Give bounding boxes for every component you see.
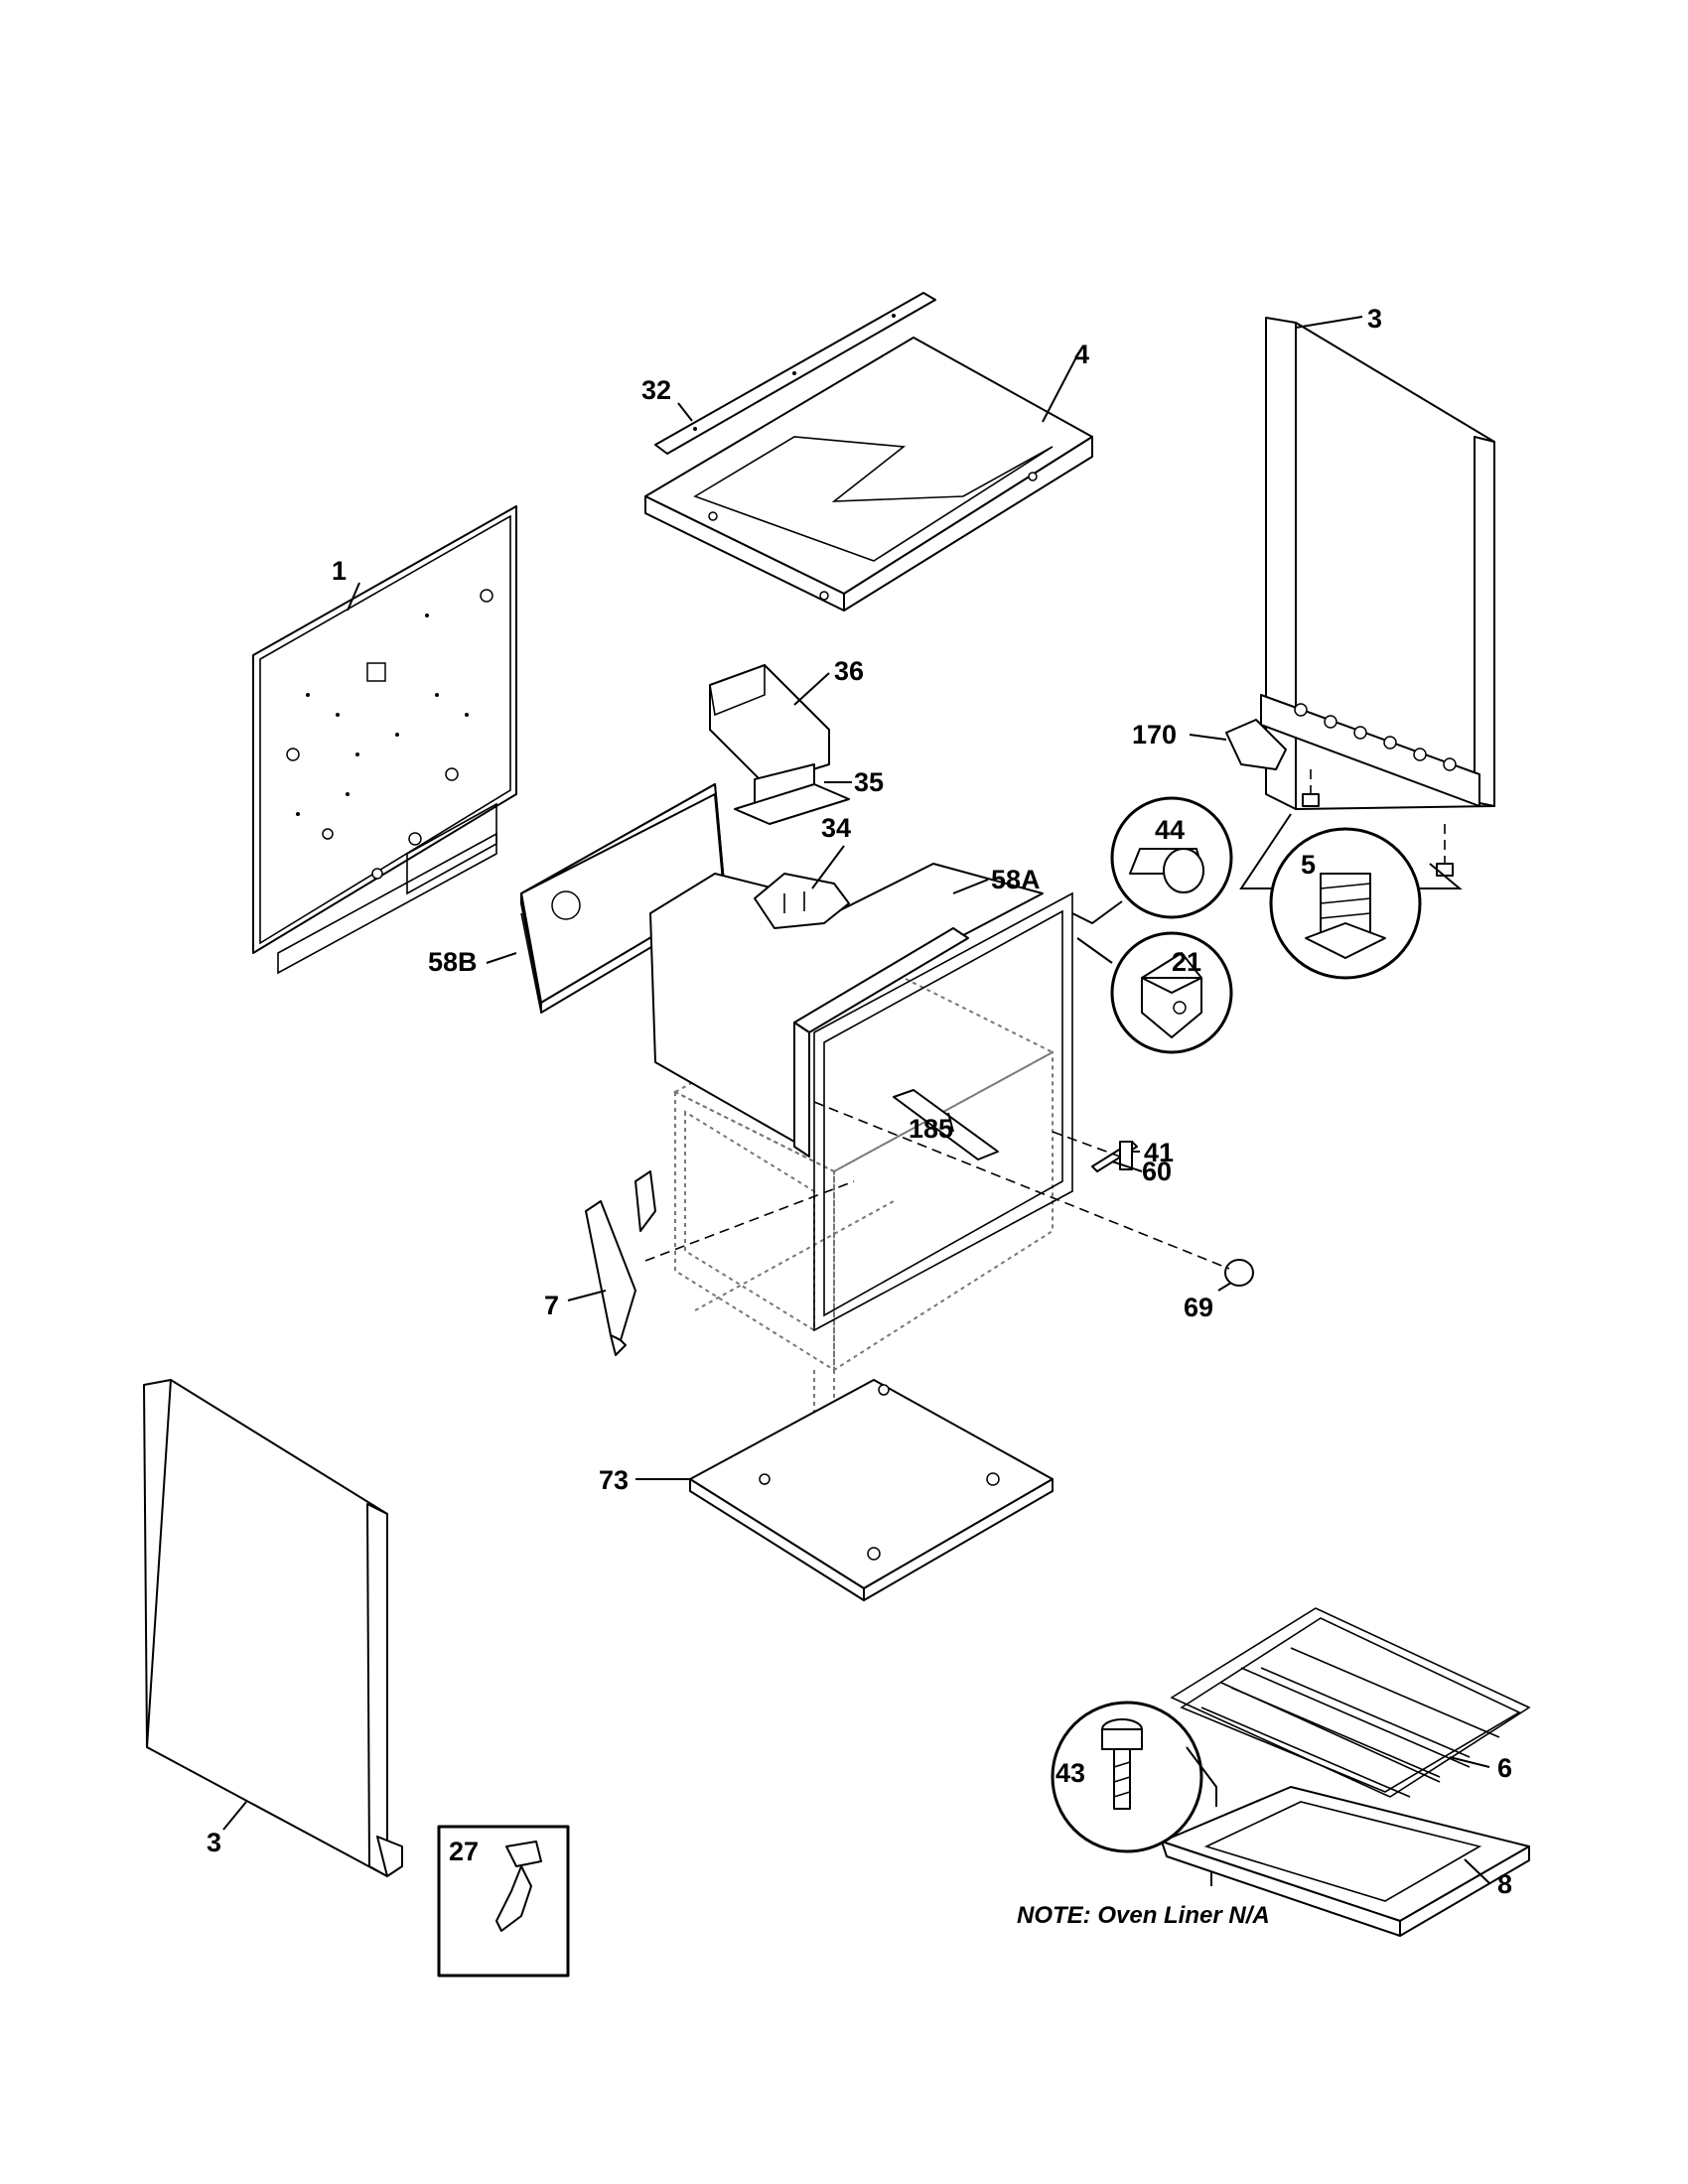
label-44: 44: [1155, 815, 1185, 845]
label-1: 1: [332, 556, 347, 586]
label-36: 36: [834, 656, 864, 686]
label-185: 185: [909, 1114, 953, 1144]
callout-43: [1051, 1701, 1217, 1886]
label-3-top: 3: [1367, 304, 1382, 334]
part-185-bar: [893, 1089, 999, 1160]
label-6: 6: [1497, 1753, 1512, 1783]
label-35: 35: [854, 767, 884, 797]
label-4: 4: [1074, 340, 1089, 369]
label-8: 8: [1497, 1869, 1512, 1899]
part-36-duct: [709, 663, 830, 805]
part-3-side-panel-right: [1260, 317, 1495, 810]
part-35-plate: [734, 783, 850, 825]
label-43: 43: [1055, 1758, 1085, 1788]
label-27: 27: [449, 1837, 479, 1866]
part-7-bracket: [585, 1170, 855, 1356]
label-7: 7: [544, 1291, 559, 1320]
label-5: 5: [1301, 850, 1316, 880]
part-1-back-panel: [252, 505, 517, 975]
label-73: 73: [599, 1465, 629, 1495]
label-60: 60: [1142, 1157, 1172, 1186]
part-27-inset: [437, 1825, 570, 1978]
label-58A: 58A: [991, 865, 1041, 894]
callout-5: [1239, 813, 1463, 980]
label-58B: 58B: [428, 947, 478, 977]
part-32-bracket: [654, 292, 936, 455]
part-34-grommet: [754, 873, 850, 929]
label-21: 21: [1172, 947, 1201, 977]
leader-lines: [222, 316, 1490, 1884]
part-labels: 32 4 1 3 36 35 34 58A 58B 170 44 5 21 60…: [207, 304, 1512, 1899]
part-58A-wrapper-insulation: [649, 863, 1073, 1332]
part-69-plug: [813, 1101, 1254, 1287]
part-4-top-frame: [644, 337, 1093, 612]
label-32: 32: [641, 375, 671, 405]
callout-21: [1076, 931, 1233, 1054]
part-3-side-panel-left: [143, 1379, 403, 1877]
label-69: 69: [1184, 1293, 1213, 1322]
label-41: 41: [1144, 1138, 1174, 1167]
part-41-clip: [1052, 1131, 1133, 1170]
label-170: 170: [1132, 720, 1177, 750]
part-6-oven-rack: [1170, 1607, 1531, 1798]
oven-liner-note: NOTE: Oven Liner N/A: [1017, 1902, 1270, 1929]
part-73-bottom-panel: [689, 1379, 1054, 1601]
label-34: 34: [821, 813, 851, 843]
part-8-broiler-pan: [1161, 1786, 1530, 1937]
callout-44: [1071, 796, 1233, 925]
label-3-bottom: 3: [207, 1828, 221, 1857]
